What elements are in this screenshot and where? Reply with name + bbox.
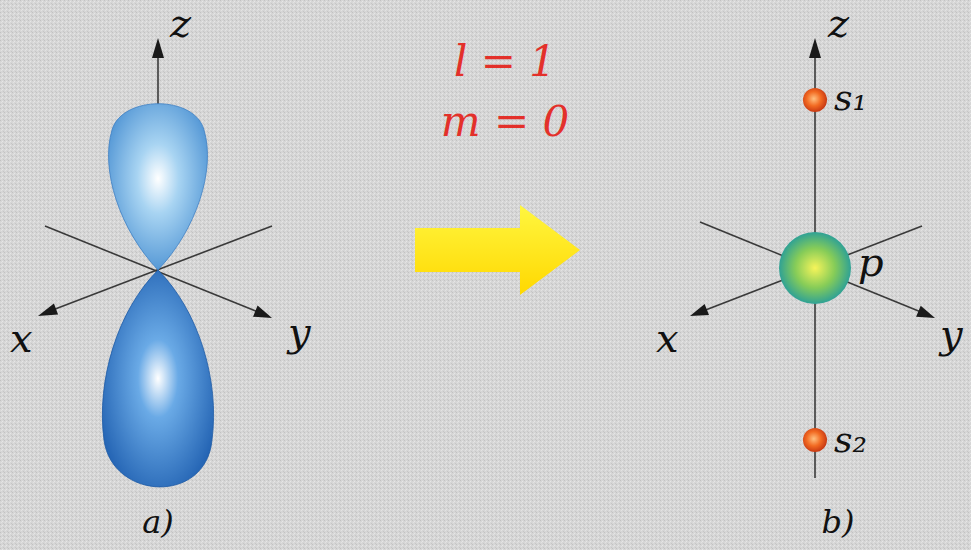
panel-label: b) (822, 506, 855, 538)
y-axis-arrowhead (916, 306, 935, 318)
x-axis-arrowhead (690, 304, 709, 316)
particle-label: p (858, 242, 884, 282)
quantum-number: l = 1 (454, 41, 556, 83)
s-particle (803, 88, 827, 112)
quantum-number: m = 0 (441, 101, 569, 143)
axis-label: z (828, 3, 849, 43)
z-axis-arrowhead (152, 38, 164, 58)
axis-label: z (170, 3, 191, 43)
y-axis-arrowhead (253, 306, 272, 318)
orbital-lobe-lower (102, 270, 213, 487)
z-axis-arrowhead (809, 38, 821, 58)
axis-label: x (656, 318, 679, 358)
particle-label: s₁ (834, 80, 867, 116)
x-axis-arrowhead (38, 303, 58, 316)
axis-label: y (288, 312, 311, 352)
transition-arrow (415, 205, 580, 295)
y-axis-line (700, 222, 921, 312)
p-particle (779, 232, 851, 304)
s-particle (803, 428, 827, 452)
axis-label: y (940, 314, 963, 354)
panel-label: a) (142, 506, 174, 538)
axis-label: x (10, 318, 33, 358)
particle-label: s₂ (834, 422, 867, 458)
orbital-lobe-upper (109, 104, 208, 270)
